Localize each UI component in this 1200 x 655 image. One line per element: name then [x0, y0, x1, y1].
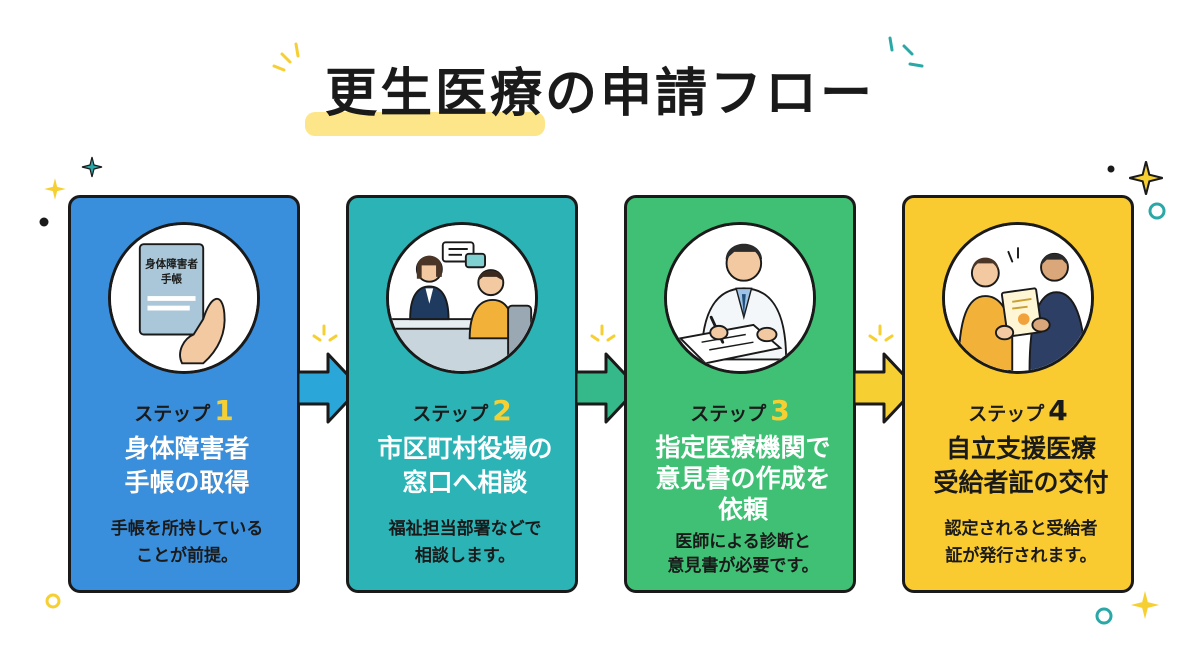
step-2-illustration: [386, 222, 538, 374]
sparkle-lines-right-icon: [888, 36, 924, 68]
consultation-icon: [389, 225, 535, 371]
step-2-number: 2: [492, 394, 512, 427]
step-3-number: 3: [770, 394, 790, 427]
arrow-right-icon-1: [298, 352, 362, 424]
step-1-label-text: ステップ: [134, 403, 211, 425]
step-1-title: 身体障害者 手帳の取得: [124, 434, 250, 497]
step-3-label-text: ステップ: [690, 403, 767, 425]
step-1-number: 1: [214, 394, 234, 427]
sparkle-lines-left-icon: [272, 42, 300, 72]
step-3-illustration: [664, 222, 816, 374]
ring-teal-icon: [1148, 202, 1166, 220]
step-1-illustration: 身体障害者 手帳: [108, 222, 260, 374]
arrow-right-icon-2: [576, 352, 640, 424]
spark-3-icon: [868, 324, 894, 342]
step-4-label-text: ステップ: [968, 403, 1045, 425]
arrow-right-icon-3: [854, 352, 918, 424]
star-yellow-icon: [44, 178, 66, 200]
dot-small-icon: [1107, 165, 1115, 173]
step-2-description: 福祉担当部署などで 相談します。: [388, 519, 542, 566]
step-3-title: 指定医療機関で 意見書の作成を 依頼: [655, 433, 831, 524]
spark-1-icon: [312, 324, 338, 342]
step-2-title: 市区町村役場の 窓口へ相談: [377, 434, 553, 497]
doctor-writing-icon: [667, 225, 813, 371]
handbook-card-icon: 身体障害者 手帳: [111, 225, 257, 371]
star-yellow-bottom-icon: [1130, 590, 1160, 620]
step-1-description: 手帳を所持している ことが前提。: [110, 519, 264, 566]
dot-icon: [39, 217, 49, 227]
handbook-card-text-line-1: 身体障害者: [145, 257, 198, 270]
handbook-card-text-line-2: 手帳: [161, 273, 183, 286]
star-outline-icon: [1129, 161, 1163, 195]
step-4-illustration: [942, 222, 1094, 374]
certificate-handover-icon: [945, 225, 1091, 371]
step-2-label-text: ステップ: [412, 403, 489, 425]
star-teal-icon: [81, 156, 103, 178]
spark-2-icon: [590, 324, 616, 342]
page-title: 更生医療の申請フロー: [324, 64, 875, 124]
title-highlight: [305, 112, 545, 136]
step-4-description: 認定されると受給者 証が発行されます。: [944, 519, 1098, 566]
title-wrap: 更生医療の申請フロー: [0, 58, 1200, 130]
step-3-description: 医師による診断と 意見書が必要です。: [667, 532, 819, 576]
ring-yellow-icon: [45, 593, 61, 609]
step-4-title: 自立支援医療 受給者証の交付: [933, 434, 1109, 497]
ring-teal-bottom-icon: [1095, 607, 1113, 625]
step-4-number: 4: [1048, 394, 1068, 427]
